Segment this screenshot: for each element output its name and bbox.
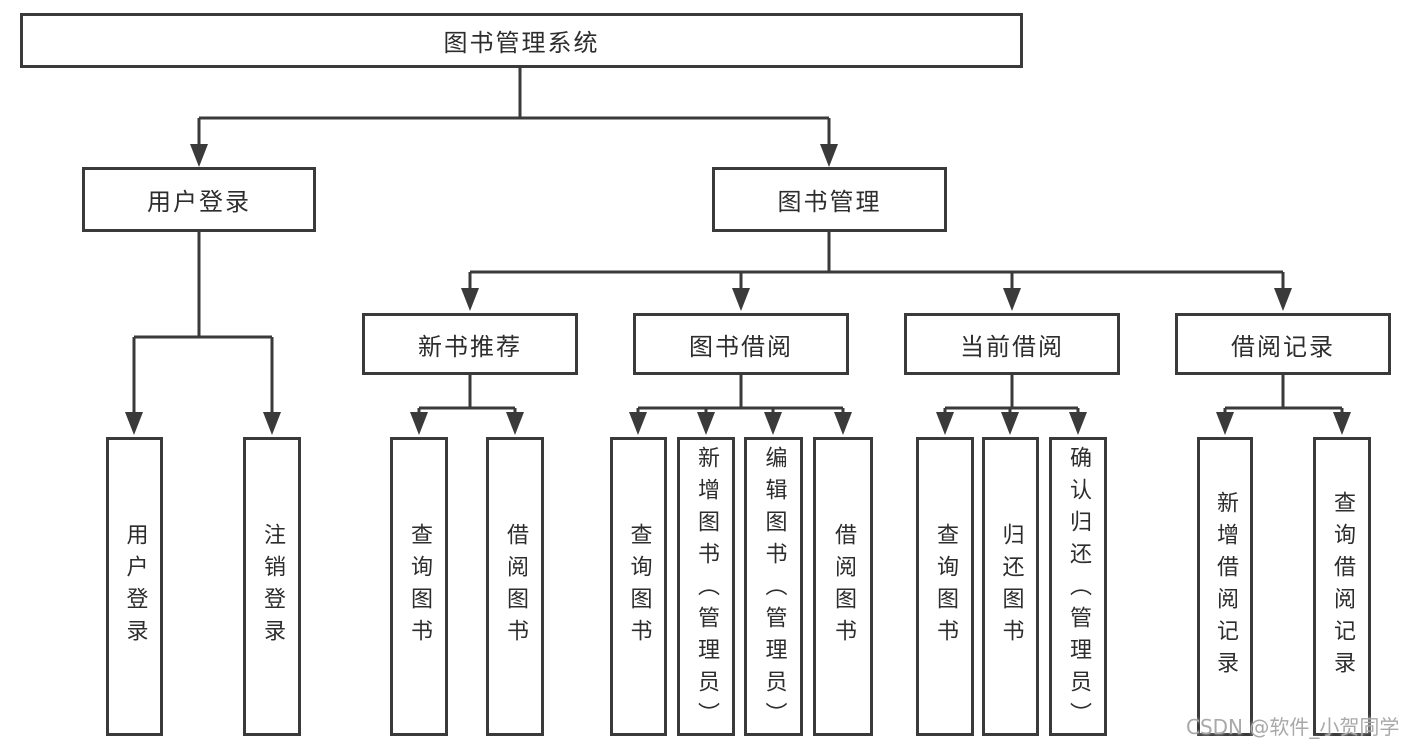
- csdn-watermark: CSDN @软件_小贺同学: [1186, 715, 1400, 739]
- leaf-add-book-admin: 新增图书（管理员）: [677, 437, 735, 736]
- node-library-system: 图书管理系统: [20, 13, 1023, 68]
- leaf-borrow-books-recommend: 借阅图书: [486, 437, 544, 736]
- node-current-borrowing: 当前借阅: [904, 313, 1120, 375]
- leaf-return-books: 归还图书: [982, 437, 1039, 736]
- leaf-query-books-borrowing: 查询图书: [610, 437, 667, 736]
- node-new-book-recommend: 新书推荐: [362, 313, 578, 375]
- arrowheads: [125, 144, 1351, 435]
- node-book-management: 图书管理: [712, 167, 947, 232]
- leaf-query-borrow-record: 查询借阅记录: [1313, 437, 1371, 736]
- leaf-query-books-current: 查询图书: [916, 437, 974, 736]
- leaf-logout: 注销登录: [243, 437, 301, 736]
- leaf-borrow-books-borrowing: 借阅图书: [813, 437, 873, 736]
- leaf-add-borrow-record: 新增借阅记录: [1197, 437, 1253, 736]
- leaf-query-books-recommend: 查询图书: [390, 437, 448, 736]
- node-book-borrowing: 图书借阅: [633, 313, 849, 375]
- leaf-user-login: 用户登录: [106, 437, 163, 736]
- node-borrowing-records: 借阅记录: [1175, 313, 1391, 375]
- leaf-edit-book-admin: 编辑图书（管理员）: [744, 437, 803, 736]
- node-user-login: 用户登录: [82, 167, 316, 232]
- leaf-confirm-return-admin: 确认归还（管理员）: [1049, 437, 1107, 736]
